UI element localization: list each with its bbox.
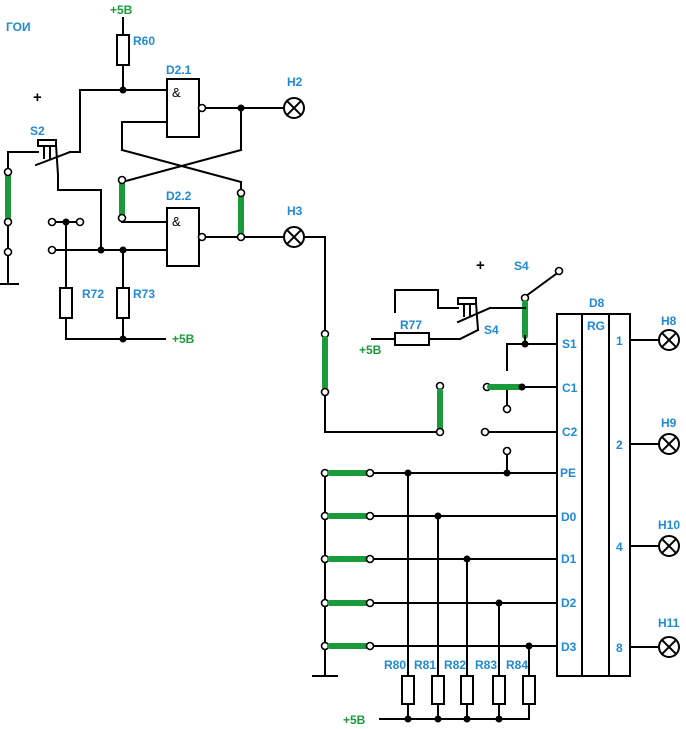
- register-name: D8: [589, 296, 605, 310]
- resistor-label-r60: R60: [133, 34, 155, 48]
- lamp-label-h10: H10: [658, 518, 680, 532]
- gate-label-d21: D2.1: [166, 63, 192, 77]
- resistors-r72-r73: R72 R73 +5В: [47, 217, 195, 346]
- register-output-4: 4: [616, 540, 623, 554]
- supply-label-r73: +5В: [172, 332, 195, 346]
- lamp-h2: H2: [283, 75, 305, 119]
- resistor-bank: R80 R81 R82 R83 R84 +5В: [343, 658, 536, 727]
- gate-d22: D2.2 &: [166, 189, 207, 267]
- lamp-label-h11: H11: [658, 616, 680, 630]
- switch-label-s4-top: S4: [514, 259, 529, 273]
- lamp-label-h3: H3: [287, 204, 303, 218]
- data-input-bus: [312, 468, 558, 677]
- register-input-c1: C1: [562, 381, 578, 395]
- gate-label-d22: D2.2: [166, 189, 192, 203]
- resistor-label-r77: R77: [400, 318, 422, 332]
- resistor-label-r73: R73: [133, 287, 155, 301]
- register-output-1: 1: [616, 334, 623, 348]
- h3-to-register-wiring: [320, 329, 445, 437]
- lamp-h3: H3: [283, 204, 326, 331]
- register-input-wiring: [480, 340, 558, 474]
- gate-symbol-d22: &: [172, 214, 181, 229]
- resistor-label-r80: R80: [384, 658, 406, 672]
- plus-sign-s2: +: [33, 89, 42, 106]
- plus-sign-s4: +: [476, 257, 485, 274]
- resistor-label-r72: R72: [82, 287, 104, 301]
- supply-label-r60: +5В: [110, 3, 133, 17]
- register-input-d2: D2: [561, 596, 577, 610]
- register-input-pe: PE: [560, 466, 576, 480]
- lamp-label-h2: H2: [287, 75, 303, 89]
- register-input-s1: S1: [562, 337, 577, 351]
- register-output-8: 8: [616, 641, 623, 655]
- output-lamps: H8 H9 H10 H11: [629, 314, 680, 658]
- register-input-d1: D1: [561, 552, 577, 566]
- lamp-label-h8: H8: [661, 314, 677, 328]
- gate-d21: D2.1 &: [166, 63, 207, 138]
- register-input-d0: D0: [561, 510, 577, 524]
- resistor-label-r82: R82: [444, 658, 466, 672]
- register-output-2: 2: [616, 438, 623, 452]
- resistor-label-r81: R81: [414, 658, 436, 672]
- switch-label-s4-btn: S4: [484, 323, 499, 337]
- resistor-label-r83: R83: [475, 658, 497, 672]
- switch-s4: + S4 S4 R77 +5В: [359, 257, 564, 357]
- register-input-c2: C2: [562, 425, 578, 439]
- gate-symbol-d21: &: [172, 85, 181, 100]
- switch-label-s2: S2: [30, 124, 45, 138]
- switch-s2: + S2: [0, 89, 81, 285]
- diagram-title: ГОИ: [6, 20, 31, 34]
- lamp-label-h9: H9: [661, 416, 677, 430]
- flipflop-wiring: [57, 86, 283, 254]
- register-input-d3: D3: [561, 640, 577, 654]
- supply-label-bank: +5В: [343, 713, 366, 727]
- supply-label-r77: +5В: [359, 343, 382, 357]
- resistor-r60: +5В R60: [110, 3, 155, 91]
- register-type: RG: [587, 319, 605, 333]
- resistor-label-r84: R84: [506, 658, 528, 672]
- register-d8: D8 RG S1 C1 C2 PE D0 D1 D2 D3 1 2 4 8: [556, 296, 631, 677]
